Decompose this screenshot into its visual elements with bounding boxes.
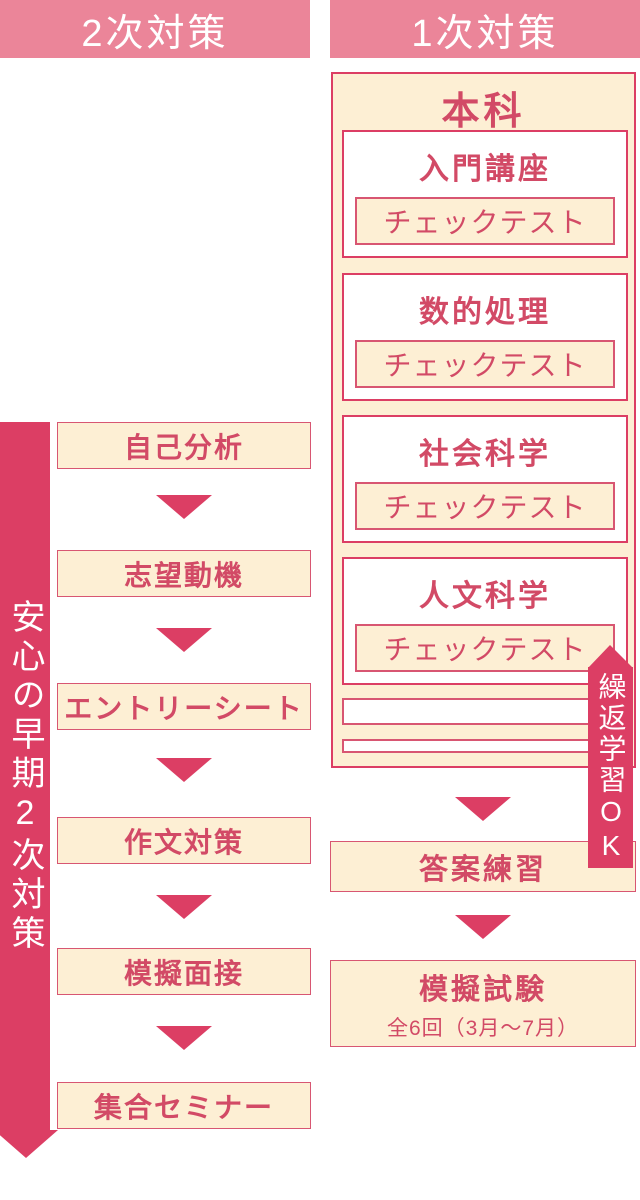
down-arrow-icon: [156, 628, 212, 652]
course-box-humanities: 人文科学 チェックテスト: [342, 557, 628, 685]
course-box-social-science: 社会科学 チェックテスト: [342, 415, 628, 543]
course-title: 数的処理: [419, 295, 551, 329]
down-arrow-icon: [156, 495, 212, 519]
course-title: 社会科学: [419, 437, 551, 471]
check-test-badge: チェックテスト: [355, 481, 615, 530]
left-step-group-seminar: 集合セミナー: [57, 1082, 311, 1129]
left-step-essay: 作文対策: [57, 817, 311, 864]
down-arrow-icon: [455, 797, 511, 821]
check-test-badge: チェックテスト: [355, 339, 615, 388]
left-step-entry-sheet: エントリーシート: [57, 683, 311, 730]
left-step-mock-interview: 模擬面接: [57, 948, 311, 995]
right-step-title: 答案練習: [418, 853, 547, 886]
empty-row: [342, 739, 628, 753]
empty-row: [342, 698, 628, 725]
left-step-self-analysis: 自己分析: [57, 422, 311, 469]
check-test-badge: チェックテスト: [355, 196, 615, 245]
left-step-motivation: 志望動機: [57, 550, 311, 597]
course-box-numerical: 数的処理 チェックテスト: [342, 273, 628, 401]
down-arrow-icon: [156, 1026, 212, 1050]
right-step-answer-practice: 答案練習: [330, 841, 636, 892]
left-ribbon-arrow-tip-icon: [0, 1130, 58, 1158]
right-step-subtitle: 全6回（3月～7月）: [386, 1016, 580, 1040]
check-test-badge: チェックテスト: [355, 623, 615, 672]
right-ribbon-label: 繰返学習OK: [595, 671, 627, 864]
course-title: 人文科学: [419, 579, 551, 613]
left-ribbon: 安心の早期2次対策: [0, 422, 50, 1130]
right-column-header: 1次対策: [330, 0, 640, 58]
right-ribbon-arrow-tip-icon: [588, 645, 633, 668]
right-step-mock-exam: 模擬試験 全6回（3月～7月）: [330, 960, 636, 1047]
left-column-header: 2次対策: [0, 0, 310, 58]
down-arrow-icon: [156, 758, 212, 782]
left-ribbon-label: 安心の早期2次対策: [6, 598, 44, 954]
right-step-title: 模擬試験: [418, 973, 547, 1006]
course-box-intro: 入門講座 チェックテスト: [342, 130, 628, 258]
main-course-title: 本科: [441, 91, 526, 133]
down-arrow-icon: [156, 895, 212, 919]
course-title: 入門講座: [419, 152, 551, 186]
down-arrow-icon: [455, 915, 511, 939]
right-ribbon: 繰返学習OK: [588, 667, 633, 868]
